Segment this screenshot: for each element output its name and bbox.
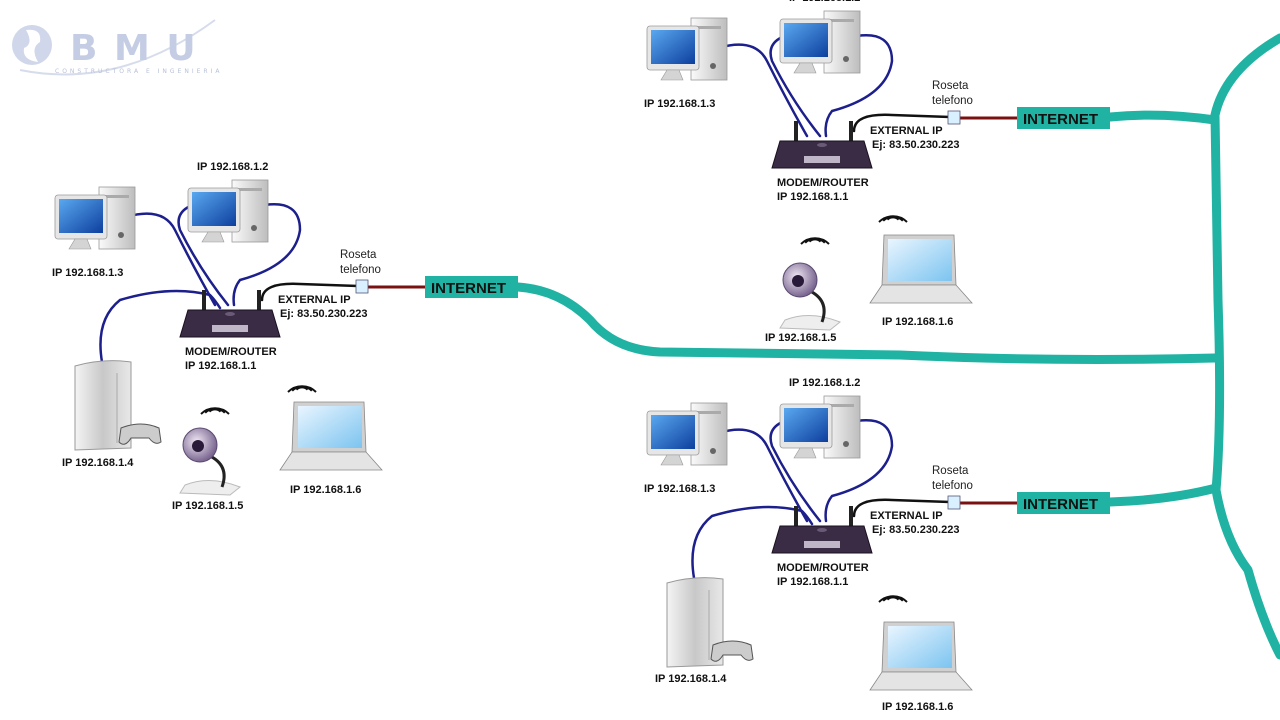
modem-router	[179, 290, 281, 338]
modem-router	[771, 506, 873, 554]
computer-1	[54, 186, 136, 250]
internet-link-bottom	[1105, 483, 1221, 507]
external-ip-example: Ej: 83.50.230.223	[280, 308, 367, 320]
network-1: INTERNET IP 192.168.1.3 IP 192.168.1.2MODE…	[52, 161, 518, 512]
internet-trunk	[1210, 33, 1280, 660]
console-ip: IP 192.168.1.4	[655, 673, 727, 685]
webcam-ip: IP 192.168.1.5	[765, 332, 836, 344]
laptop-ip: IP 192.168.1.6	[882, 701, 953, 713]
computer-1-ip: IP 192.168.1.3	[644, 98, 715, 110]
computer-1-ip: IP 192.168.1.3	[644, 483, 715, 495]
webcam-ip: IP 192.168.1.5	[172, 500, 243, 512]
modem-router	[771, 121, 873, 169]
webcam	[779, 262, 841, 331]
laptop-ip: IP 192.168.1.6	[290, 484, 361, 496]
computer-2	[779, 395, 861, 459]
bmu-logo: B M U CONSTRUCTORA E INGENIERIA	[12, 19, 222, 76]
router-label: MODEM/ROUTER	[777, 177, 869, 189]
computer-2	[779, 10, 861, 74]
laptop-ip: IP 192.168.1.6	[882, 316, 953, 328]
rosette-label: Roseta	[340, 249, 377, 261]
internet-label: INTERNET	[431, 280, 506, 297]
wifi-icon	[878, 215, 908, 223]
internet-label: INTERNET	[1023, 496, 1098, 513]
lan-cable	[691, 505, 814, 580]
phone-rosette	[947, 110, 961, 125]
laptop	[279, 401, 383, 471]
internet-box	[1017, 107, 1110, 129]
lan-cable	[99, 289, 222, 364]
lan-cable	[232, 203, 302, 307]
rosette-label: Roseta	[932, 80, 969, 92]
internet-label: INTERNET	[1023, 111, 1098, 128]
network-2: INTERNET IP 192.168.1.3 IP 192.168.1.2MODE…	[644, 0, 1110, 344]
game-console	[666, 577, 754, 668]
console-ip: IP 192.168.1.4	[62, 457, 134, 469]
laptop	[869, 621, 973, 691]
laptop	[869, 234, 973, 304]
computer-2-ip: IP 192.168.1.2	[789, 0, 860, 4]
external-ip-example: Ej: 83.50.230.223	[872, 524, 959, 536]
logo-tagline: CONSTRUCTORA E INGENIERIA	[55, 68, 222, 75]
network-3: INTERNET IP 192.168.1.3 IP 192.168.1.2MODE…	[644, 377, 1110, 713]
phone-rosette	[947, 495, 961, 510]
rosette-label: telefono	[340, 264, 381, 276]
lan-cable	[824, 34, 894, 138]
router-ip: IP 192.168.1.1	[777, 191, 848, 203]
computer-1	[646, 402, 728, 466]
external-ip-label: EXTERNAL IP	[870, 125, 943, 137]
lan-cable	[824, 419, 894, 523]
internet-link-top	[1105, 110, 1220, 125]
computer-2	[187, 179, 269, 243]
router-label: MODEM/ROUTER	[777, 562, 869, 574]
rosette-label: Roseta	[932, 465, 969, 477]
computer-2-ip: IP 192.168.1.2	[197, 161, 268, 173]
internet-box	[425, 276, 518, 298]
external-ip-example: Ej: 83.50.230.223	[872, 139, 959, 151]
wan-cable	[852, 498, 952, 518]
computer-1	[646, 17, 728, 81]
router-ip: IP 192.168.1.1	[185, 360, 256, 372]
router-ip: IP 192.168.1.1	[777, 576, 848, 588]
wifi-icon	[287, 385, 317, 393]
rosette-label: telefono	[932, 480, 973, 492]
internet-link-left	[513, 282, 1220, 364]
computer-2-ip: IP 192.168.1.2	[789, 377, 860, 389]
internet-box	[1017, 492, 1110, 514]
rosette-label: telefono	[932, 95, 973, 107]
phone-rosette	[355, 279, 369, 294]
internet-backbone	[513, 33, 1280, 660]
wifi-icon	[800, 237, 830, 245]
computer-1-ip: IP 192.168.1.3	[52, 267, 123, 279]
wifi-icon	[200, 407, 230, 415]
external-ip-label: EXTERNAL IP	[278, 294, 351, 306]
router-label: MODEM/ROUTER	[185, 346, 277, 358]
game-console	[74, 360, 162, 451]
wifi-icon	[878, 595, 908, 603]
external-ip-label: EXTERNAL IP	[870, 510, 943, 522]
wan-cable	[260, 282, 360, 302]
wan-cable	[852, 113, 952, 133]
webcam	[179, 427, 241, 496]
logo-text: B M U	[70, 28, 198, 69]
